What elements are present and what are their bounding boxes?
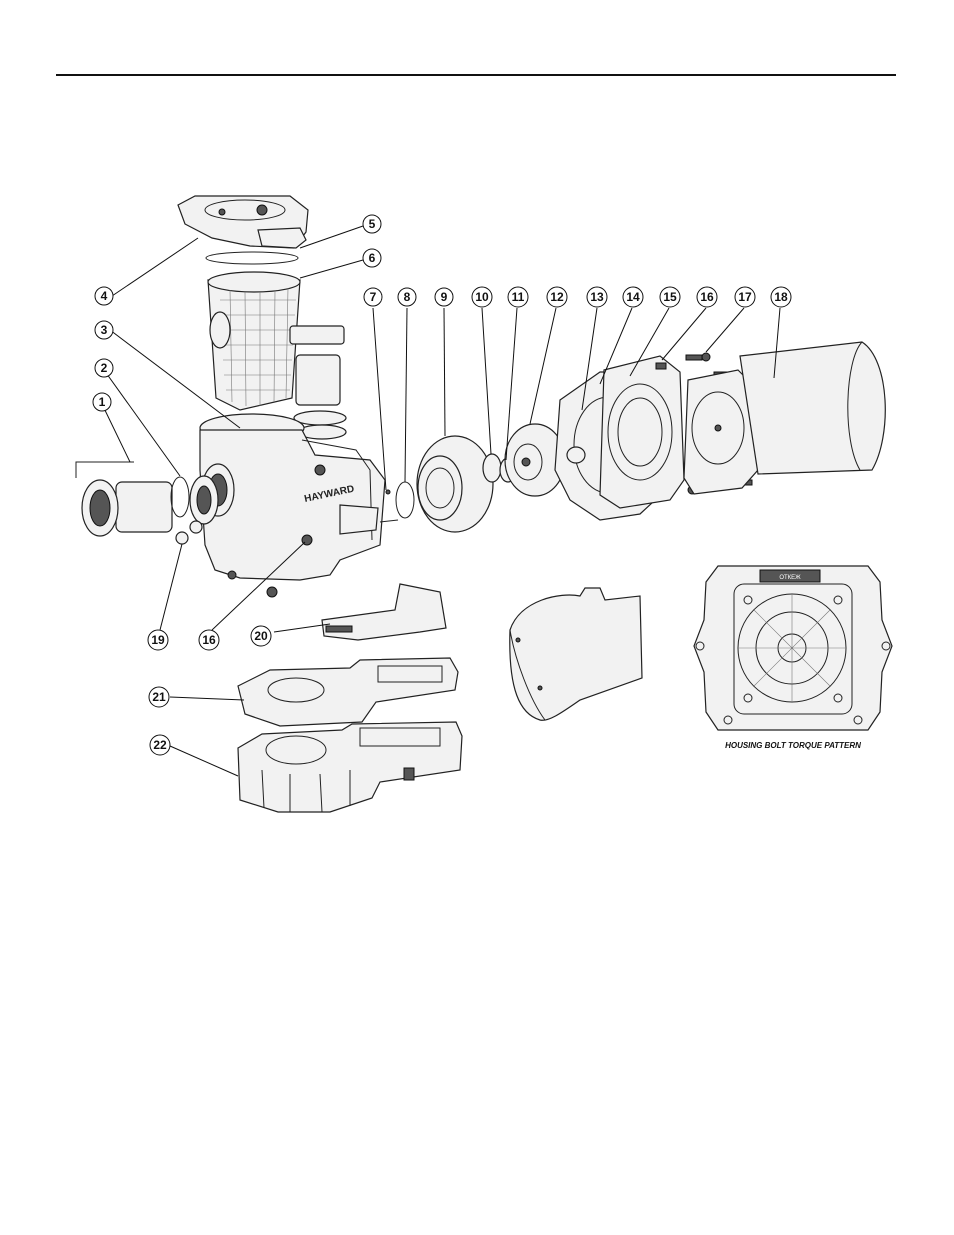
callout-14: 14 — [623, 287, 643, 307]
callout-15: 15 — [660, 287, 680, 307]
callout-12: 12 — [547, 287, 567, 307]
callout-8: 8 — [398, 288, 416, 306]
svg-text:7: 7 — [370, 290, 377, 304]
svg-text:13: 13 — [590, 290, 604, 304]
motor-support — [322, 584, 446, 640]
strainer-basket — [208, 272, 300, 410]
callout-19: 19 — [148, 630, 168, 650]
strainer-cover — [178, 196, 308, 248]
svg-text:22: 22 — [153, 738, 167, 752]
svg-text:3: 3 — [101, 323, 108, 337]
motor-bracket — [600, 356, 684, 508]
svg-text:20: 20 — [254, 629, 268, 643]
callout-6: 6 — [363, 249, 381, 267]
callout-4: 4 — [95, 287, 113, 305]
svg-text:5: 5 — [369, 217, 376, 231]
mechanical-seal — [483, 454, 501, 482]
svg-text:19: 19 — [151, 633, 165, 647]
svg-text:8: 8 — [404, 290, 411, 304]
callout-1: 1 — [93, 393, 111, 411]
callout-21: 21 — [149, 687, 169, 707]
motor-body — [740, 342, 885, 474]
svg-text:4: 4 — [101, 289, 108, 303]
callout-22: 22 — [150, 735, 170, 755]
callout-13: 13 — [587, 287, 607, 307]
callout-9: 9 — [435, 288, 453, 306]
callout-10: 10 — [472, 287, 492, 307]
callout-17: 17 — [735, 287, 755, 307]
svg-text:2: 2 — [101, 361, 108, 375]
cover-o-ring — [206, 252, 298, 264]
callout-7: 7 — [364, 288, 382, 306]
callout-5: 5 — [363, 215, 381, 233]
callout-20: 20 — [251, 626, 271, 646]
diffuser — [417, 436, 493, 532]
motor-detail-view — [510, 588, 642, 720]
svg-text:9: 9 — [441, 290, 448, 304]
svg-text:1: 1 — [99, 395, 106, 409]
pump-housing: HAYWARD — [200, 414, 385, 597]
pump-base — [238, 722, 462, 812]
diffuser-o-ring — [396, 482, 414, 518]
callout-2: 2 — [95, 359, 113, 377]
svg-text:6: 6 — [369, 251, 376, 265]
base-shim — [238, 658, 458, 726]
svg-text:21: 21 — [152, 690, 166, 704]
callout-3: 3 — [95, 321, 113, 339]
svg-text:10: 10 — [475, 290, 489, 304]
svg-text:16: 16 — [202, 633, 216, 647]
pattern-caption: HOUSING BOLT TORQUE PATTERN — [725, 741, 861, 750]
union-o-ring — [171, 477, 189, 517]
svg-text:14: 14 — [626, 290, 640, 304]
callout-18: 18 — [771, 287, 791, 307]
drain-plugs — [176, 521, 202, 544]
svg-text:12: 12 — [550, 290, 564, 304]
svg-text:18: 18 — [774, 290, 788, 304]
union-tailpiece — [76, 462, 172, 536]
callout-16b: 16 — [199, 630, 219, 650]
svg-text:15: 15 — [663, 290, 677, 304]
svg-text:16: 16 — [700, 290, 714, 304]
torque-pattern-diagram: ОТКЕЖ — [694, 566, 892, 730]
callout-16: 16 — [697, 287, 717, 307]
inlet-adapter — [190, 476, 218, 524]
callout-11: 11 — [508, 287, 528, 307]
svg-text:17: 17 — [738, 290, 752, 304]
svg-text:11: 11 — [512, 290, 525, 304]
plate-text: ОТКЕЖ — [779, 575, 801, 581]
